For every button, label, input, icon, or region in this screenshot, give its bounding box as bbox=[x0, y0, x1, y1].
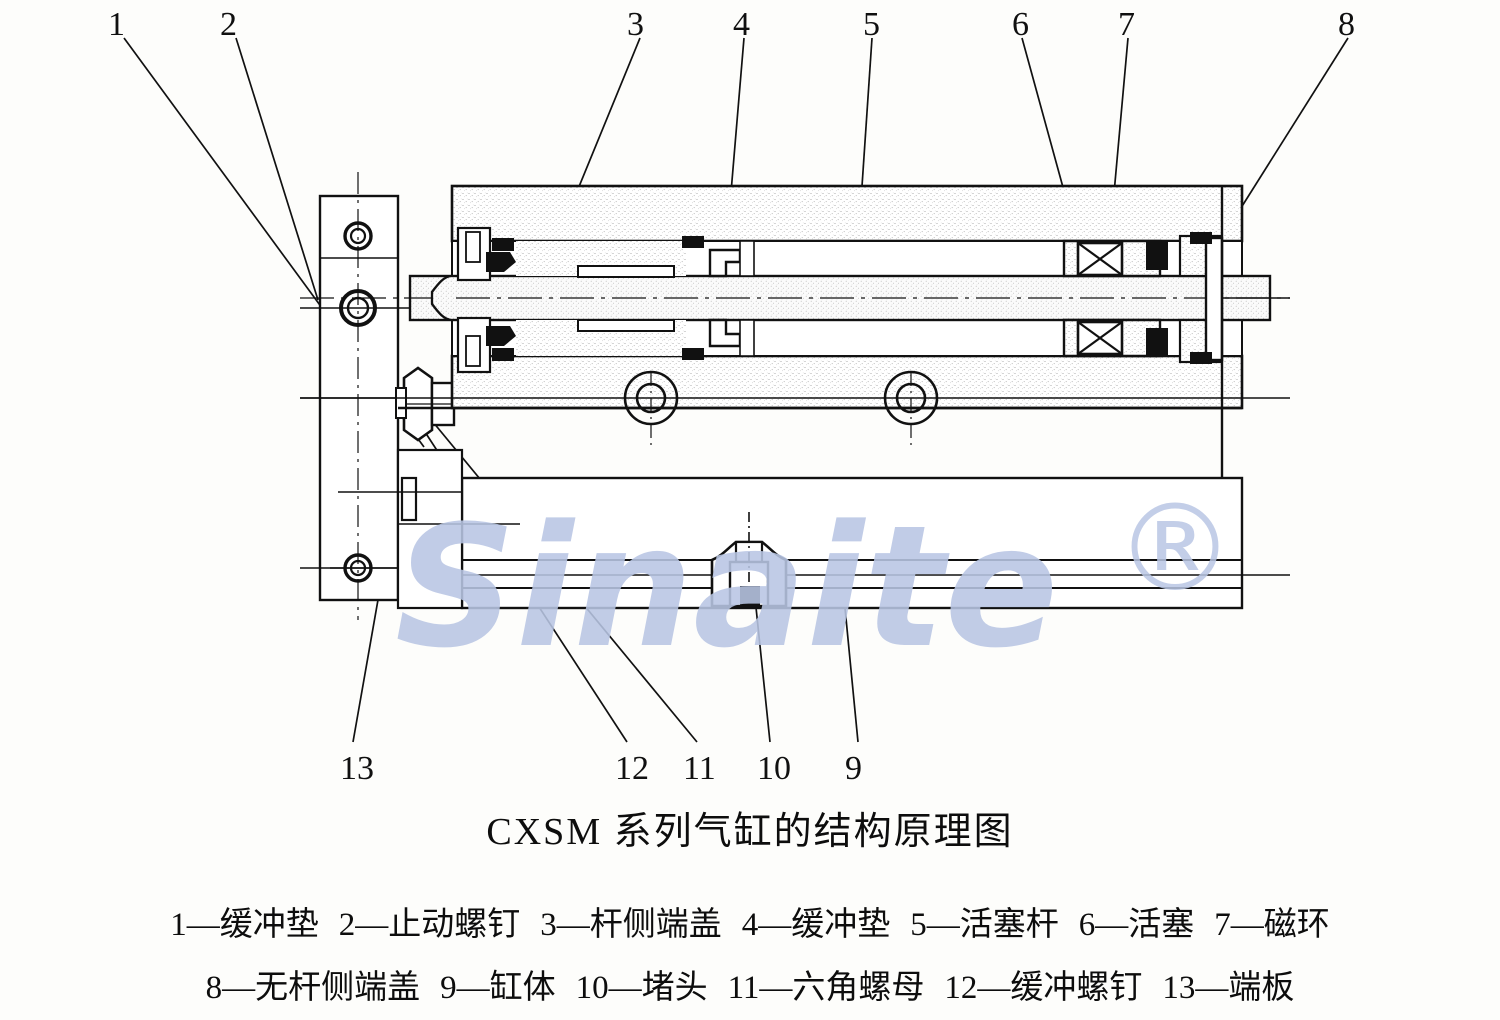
callout-number-9: 9 bbox=[845, 750, 862, 787]
legend-item: 13—端板 bbox=[1162, 970, 1295, 1006]
legend-item: 3—杆侧端盖 bbox=[540, 907, 722, 943]
callout-number-5: 5 bbox=[863, 6, 880, 43]
callout-number-2: 2 bbox=[220, 6, 237, 43]
callout-number-11: 11 bbox=[683, 750, 716, 787]
legend-item: 8—无杆侧端盖 bbox=[205, 970, 421, 1006]
legend-row-1: 1—缓冲垫 2—止动螺钉 3—杆侧端盖 4—缓冲垫 5—活塞杆 6—活塞 7—磁环 bbox=[0, 897, 1500, 945]
legend-item: 1—缓冲垫 bbox=[170, 907, 319, 943]
legend-row-2: 8—无杆侧端盖 9—缸体 10—堵头 11—六角螺母 12—缓冲螺钉 13—端板 bbox=[0, 960, 1500, 1008]
callout-number-1: 1 bbox=[108, 6, 125, 43]
rodless-side-end-cap-8 bbox=[1178, 186, 1290, 608]
callout-number-3: 3 bbox=[627, 6, 644, 43]
reference-lines bbox=[300, 397, 1290, 569]
legend-item: 9—缸体 bbox=[440, 970, 556, 1006]
callout-number-6: 6 bbox=[1012, 6, 1029, 43]
legend-item: 7—磁环 bbox=[1214, 907, 1330, 943]
cylinder-body-9 bbox=[300, 184, 1290, 410]
callout-number-12: 12 bbox=[615, 750, 649, 787]
legend-item: 6—活塞 bbox=[1078, 907, 1195, 943]
plug-10 bbox=[710, 512, 788, 608]
piston-6-magnet-ring-7 bbox=[1062, 239, 1168, 358]
bottom-view-body bbox=[338, 370, 1290, 610]
legend-item: 12—缓冲螺钉 bbox=[944, 970, 1143, 1006]
rod-side-end-cap-3 bbox=[456, 226, 686, 374]
legend-item: 5—活塞杆 bbox=[910, 907, 1059, 943]
legend-item: 4—缓冲垫 bbox=[741, 907, 891, 943]
callout-number-13: 13 bbox=[340, 750, 374, 787]
callout-number-4: 4 bbox=[733, 6, 750, 43]
callout-number-7: 7 bbox=[1118, 6, 1135, 43]
cushion-pad-4 bbox=[682, 236, 755, 360]
leader-2 bbox=[235, 37, 319, 301]
legend-item: 11—六角螺母 bbox=[727, 970, 925, 1006]
piston-rod-assembly-5 bbox=[395, 366, 456, 442]
callout-number-10: 10 bbox=[757, 750, 791, 787]
legend-item: 2—止动螺钉 bbox=[338, 907, 521, 943]
callout-number-8: 8 bbox=[1338, 6, 1355, 43]
figure-title: CXSM 系列气缸的结构原理图 bbox=[486, 811, 1014, 853]
legend-item: 10—堵头 bbox=[575, 970, 708, 1006]
